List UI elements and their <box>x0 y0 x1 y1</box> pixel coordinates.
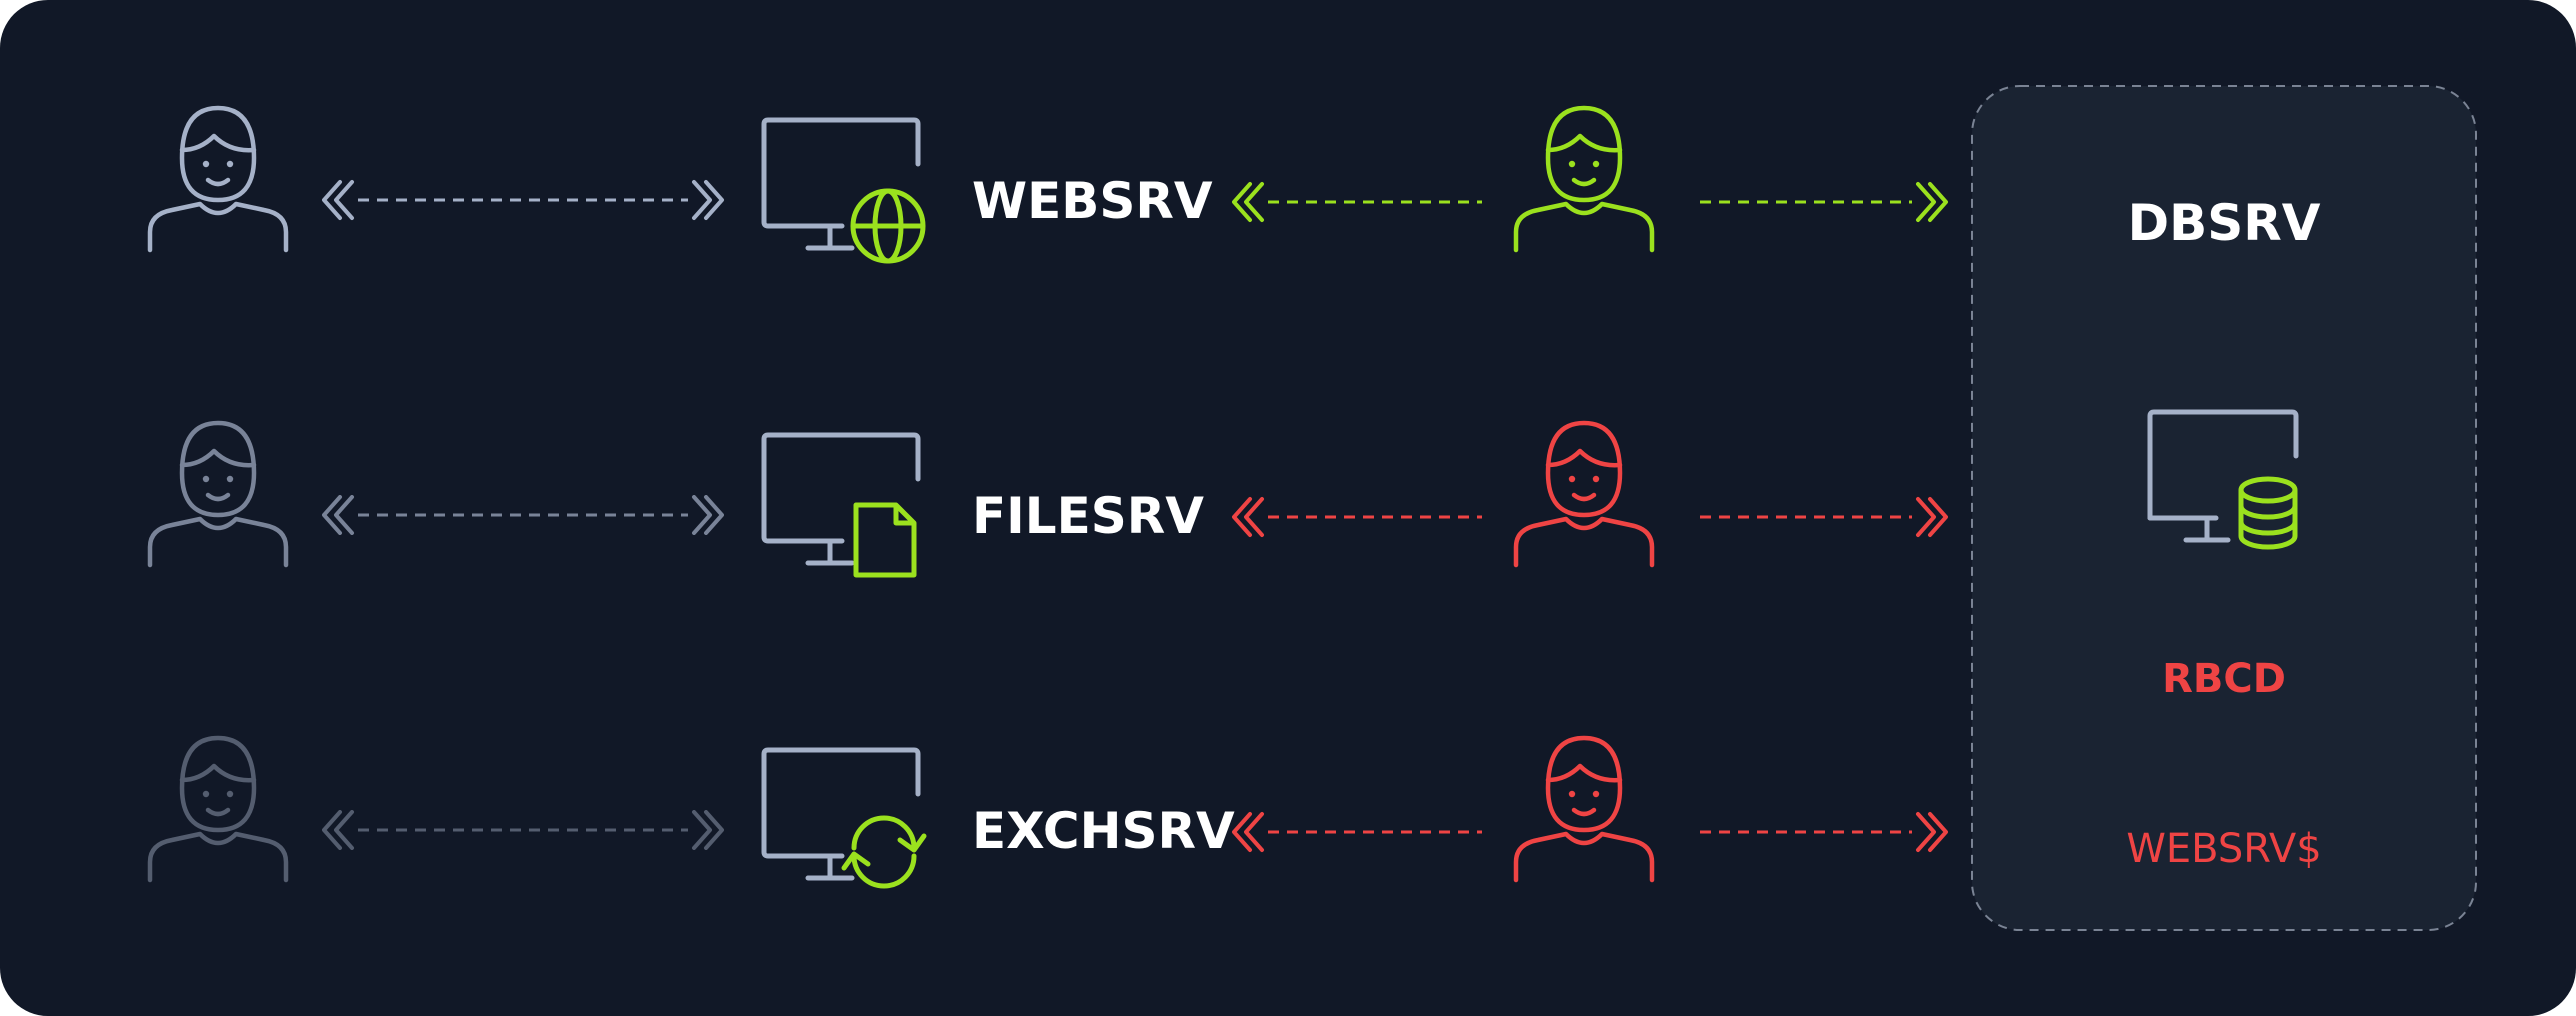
target-panel: DBSRV RBCD WEBSRV$ <box>1971 85 2477 931</box>
server-label: EXCHSRV <box>972 802 1235 860</box>
outgoing-arrow <box>1700 182 1948 222</box>
incoming-arrow <box>1232 182 1482 222</box>
attack-label: RBCD <box>2162 656 2286 702</box>
attacker-icon <box>1513 105 1655 253</box>
bidirectional-arrow <box>322 180 724 220</box>
attacker-icon <box>1513 735 1655 883</box>
account-label: WEBSRV$ <box>2126 826 2321 872</box>
sync-icon <box>841 815 927 889</box>
incoming-arrow <box>1232 812 1482 852</box>
row-filesrv: FILESRV <box>147 420 1948 578</box>
server-label: FILESRV <box>972 487 1204 545</box>
monitor-icon <box>761 747 921 881</box>
row-websrv: WEBSRV <box>147 105 1948 264</box>
file-icon <box>853 502 917 578</box>
row-exchsrv: EXCHSRV <box>147 735 1948 889</box>
outgoing-arrow <box>1700 497 1948 537</box>
outgoing-arrow <box>1700 812 1948 852</box>
incoming-arrow <box>1232 497 1482 537</box>
bidirectional-arrow <box>322 810 724 850</box>
target-panel-box <box>1971 85 2477 931</box>
user-icon <box>147 420 289 568</box>
globe-icon <box>850 188 926 264</box>
monitor-icon <box>761 432 921 566</box>
user-icon <box>147 105 289 253</box>
server-label: WEBSRV <box>972 172 1213 230</box>
target-title: DBSRV <box>2128 194 2321 252</box>
monitor-icon <box>761 117 921 251</box>
attacker-icon <box>1513 420 1655 568</box>
database-icon <box>2147 409 2299 550</box>
user-icon <box>147 735 289 883</box>
bidirectional-arrow <box>322 495 724 535</box>
